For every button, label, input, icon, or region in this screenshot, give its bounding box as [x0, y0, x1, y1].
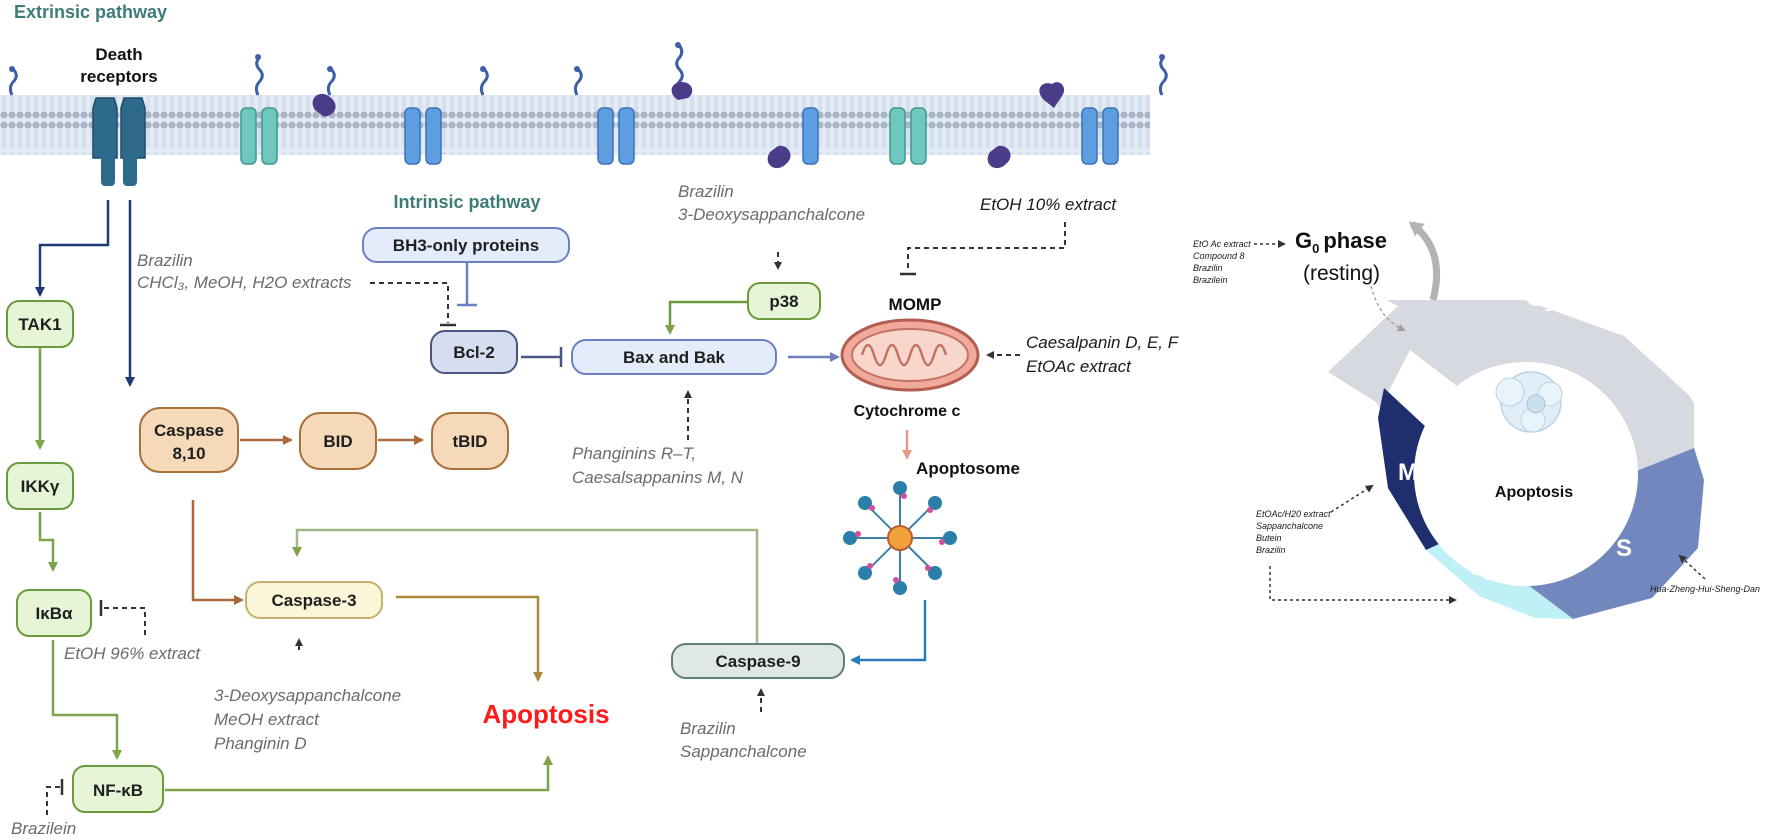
caspase3-label: Caspase-3 [271, 591, 356, 610]
caspase3-node [245, 581, 383, 619]
phanginins-line1: Phanginins R–T, [572, 444, 696, 463]
m-compounds-line3: Butein [1256, 533, 1282, 543]
ikkg-node [6, 462, 74, 510]
apoptosome-label: Apoptosome [916, 459, 1020, 478]
g0-compounds-line4: Brazilein [1193, 275, 1228, 285]
peripheral-proteins [312, 82, 1065, 169]
caspase810-label-line1: Caspase [154, 421, 224, 440]
g0-compounds-line1: EtO Ac extract [1193, 239, 1251, 249]
s-letter: S [1616, 535, 1632, 562]
death-receptor-icon [92, 97, 146, 186]
p38-compounds-line2: 3-Deoxysappanchalcone [678, 205, 865, 224]
g0-return-arrow [1408, 221, 1441, 301]
caspase9-compounds-line2: Sappanchalcone [680, 742, 807, 761]
g2-letter: G2 [1469, 557, 1492, 583]
tak1-label: TAK1 [18, 315, 61, 334]
m-compounds-arrow-up [1330, 484, 1374, 513]
p38-node [747, 282, 821, 320]
p38-label: p38 [769, 292, 798, 311]
cytochrome-c-label: Cytochrome c [854, 403, 961, 420]
p38-compounds-line1: Brazilin [678, 182, 734, 201]
etoh96-annotation: EtOH 96% extract [64, 644, 201, 663]
caspase9-label: Caspase-9 [715, 652, 800, 671]
mitochondrion-icon [840, 318, 980, 392]
connectors [35, 200, 927, 792]
extrinsic-pathway-title: Extrinsic pathway [14, 2, 167, 22]
caspase3-compounds-line2: MeOH extract [214, 710, 320, 729]
dashed-modulators [46, 222, 1066, 815]
etoh10-annotation: EtOH 10% extract [980, 195, 1117, 214]
apoptosis-main-label: Apoptosis [482, 699, 609, 729]
brazilein-annotation: Brazilein [11, 819, 76, 838]
membrane-glycoproteins [8, 44, 1168, 96]
brazilin-extracts-line2: CHCl₃, MeOH, H2O extracts [137, 273, 352, 292]
resting-label: (resting) [1303, 262, 1380, 285]
baxbak-node [571, 339, 777, 375]
nfkb-node [72, 765, 164, 813]
g1-letter: G1 [1527, 286, 1551, 314]
m-compounds-line1: EtOAc/H20 extract [1256, 509, 1331, 519]
m-letter: M [1398, 459, 1418, 486]
tbid-node [431, 412, 509, 470]
momp-label: MOMP [889, 295, 942, 314]
tak1-node [6, 300, 74, 348]
caspase9-compounds-line1: Brazilin [680, 719, 736, 738]
caspase3-compounds-line3: Phanginin D [214, 734, 307, 753]
baxbak-label: Bax and Bak [623, 348, 726, 367]
bh3-node [362, 227, 570, 263]
apoptosome-icon [843, 481, 957, 595]
bid-label: BID [323, 432, 352, 451]
nfkb-label: NF-κB [93, 781, 143, 800]
m-compounds-arrow-down [1269, 566, 1457, 604]
caesalpanin-line2: EtOAc extract [1026, 357, 1132, 376]
death-receptors-label-line2: receptors [80, 67, 157, 86]
caesalpanin-line1: Caesalpanin D, E, F [1026, 333, 1180, 352]
ikkg-label: IKKγ [21, 477, 60, 496]
caspase9-node [671, 643, 845, 679]
phanginins-line2: Caesalsappanins M, N [572, 468, 744, 487]
cell-cycle-hole [1414, 362, 1638, 586]
cell-icon [1495, 371, 1563, 433]
intrinsic-pathway-title: Intrinsic pathway [393, 192, 540, 212]
caspase810-node [139, 407, 239, 473]
bcl2-node [430, 330, 518, 374]
bcl2-label: Bcl-2 [453, 343, 495, 362]
membrane-glycoprotein-caps [9, 42, 1165, 72]
s-compound-label: Hua-Zheng-Hui-Sheng-Dan [1650, 584, 1760, 594]
g0-compounds-line2: Compound 8 [1193, 251, 1245, 261]
brazilin-extracts-line1: Brazilin [137, 251, 193, 270]
m-compounds-line4: Brazilin [1256, 545, 1286, 555]
bid-node [299, 412, 377, 470]
death-receptors-label-line1: Death [95, 45, 142, 64]
m-compounds-line2: Sappanchalcone [1256, 521, 1323, 531]
g0-exit-arrow [1370, 285, 1406, 332]
transmembrane-proteins [240, 107, 1119, 165]
cell-cycle-center-label: Apoptosis [1495, 484, 1573, 501]
caspase3-compounds-line1: 3-Deoxysappanchalcone [214, 686, 401, 705]
inhibition-bars [60, 272, 916, 795]
cell-membrane [0, 95, 1150, 155]
tbid-label: tBID [453, 432, 488, 451]
caspase810-label-line2: 8,10 [172, 444, 205, 463]
ikba-label: IκBα [36, 604, 73, 623]
g0-compounds-line3: Brazilin [1193, 263, 1223, 273]
ikba-node [16, 589, 92, 637]
bh3-label: BH3-only proteins [393, 236, 539, 255]
